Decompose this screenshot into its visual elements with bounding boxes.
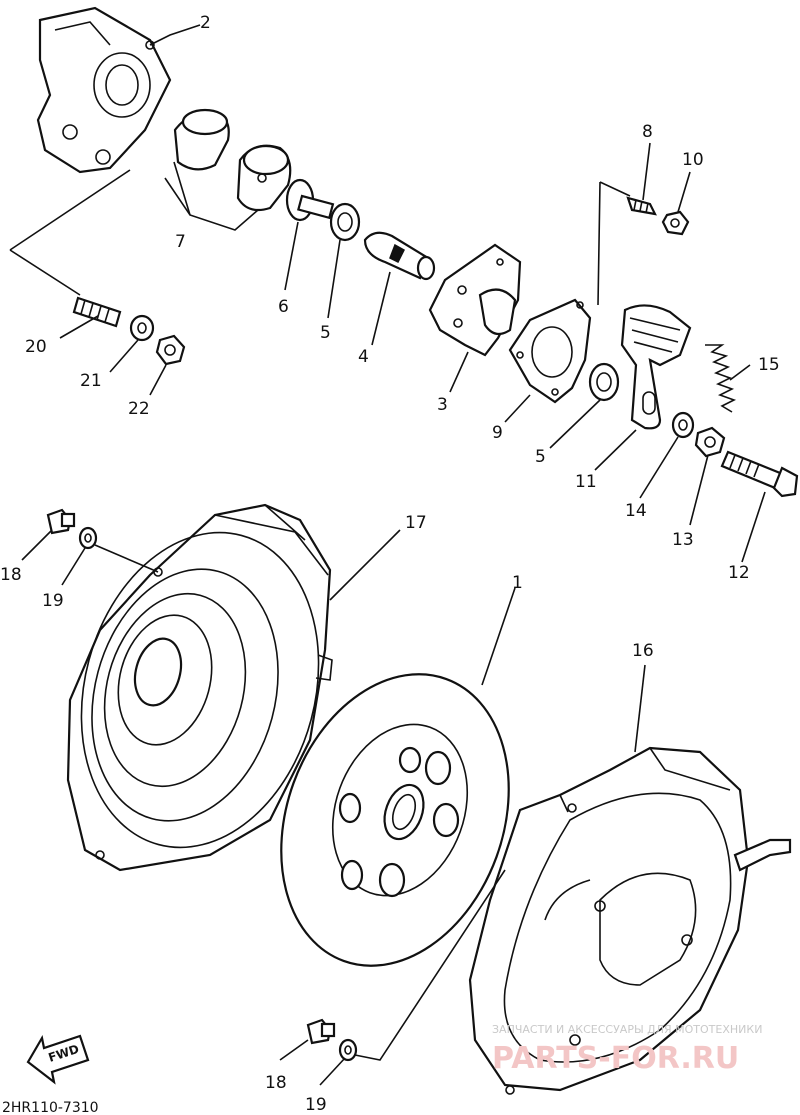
label-part-19-upper: 19 (42, 591, 64, 611)
label-part-5-lower: 5 (535, 447, 546, 467)
part-22-nut (155, 334, 186, 366)
part-labels: 2 7 6 5 4 3 9 5 11 14 13 12 15 8 10 20 2… (0, 13, 780, 1115)
label-part-2: 2 (200, 13, 211, 33)
part-8-bolt (626, 196, 657, 216)
part-15-spring (705, 344, 737, 413)
part-14-washer (671, 411, 695, 439)
label-part-16: 16 (632, 641, 654, 661)
part-12-bolt (720, 450, 799, 498)
label-part-11: 11 (575, 472, 597, 492)
part-3-plate (428, 243, 522, 357)
label-part-7: 7 (175, 232, 186, 252)
watermark-line-1: ЗАПЧАСТИ И АКСЕССУАРЫ ДЛЯ МОТОТЕХНИКИ (492, 1023, 762, 1036)
label-part-14: 14 (625, 501, 647, 521)
label-part-6: 6 (278, 297, 289, 317)
label-part-13: 13 (672, 530, 694, 550)
fwd-arrow-icon: FWD (26, 1034, 90, 1085)
part-7-cup-set (173, 108, 292, 212)
part-18-bolt-lower (306, 1018, 336, 1045)
part-2-housing (36, 6, 172, 174)
part-9-gasket (508, 298, 592, 404)
drawing-code: 2HR110-7310 (2, 1100, 99, 1115)
label-part-12: 12 (728, 563, 750, 583)
part-6-pin (285, 178, 335, 222)
label-part-19-lower: 19 (305, 1095, 327, 1115)
part-10-nut (661, 210, 690, 236)
label-part-4: 4 (358, 347, 369, 367)
part-17-drum-cover (66, 503, 333, 872)
part-20-stud (72, 296, 122, 328)
label-part-17: 17 (405, 513, 427, 533)
label-part-3: 3 (437, 395, 448, 415)
part-5-bearing-upper (329, 202, 361, 242)
part-13-nut (694, 426, 726, 458)
label-part-5-upper: 5 (320, 323, 331, 343)
part-1-disc (280, 673, 510, 967)
part-5-bearing-lower (588, 362, 620, 402)
watermark: ЗАПЧАСТИ И АКСЕССУАРЫ ДЛЯ МОТОТЕХНИКИ PA… (492, 1023, 762, 1076)
label-part-9: 9 (492, 423, 503, 443)
label-part-10: 10 (682, 150, 704, 170)
label-part-18-lower: 18 (265, 1073, 287, 1093)
label-part-18-upper: 18 (0, 565, 22, 585)
part-16-outer-cover (468, 746, 792, 1095)
label-part-22: 22 (128, 399, 150, 419)
label-part-8: 8 (642, 122, 653, 142)
label-part-21: 21 (80, 371, 102, 391)
part-18-bolt-upper (46, 508, 76, 535)
part-4-shaft (363, 231, 436, 281)
part-11-lever (620, 304, 692, 430)
part-21-washer (129, 314, 155, 342)
watermark-line-2: PARTS-FOR.RU (492, 1041, 739, 1076)
part-19-washer-upper (78, 526, 98, 550)
label-part-1: 1 (512, 573, 523, 593)
label-part-20: 20 (25, 337, 47, 357)
label-part-15: 15 (758, 355, 780, 375)
leader-lines (9, 24, 766, 1086)
part-19-washer-lower (338, 1038, 358, 1062)
